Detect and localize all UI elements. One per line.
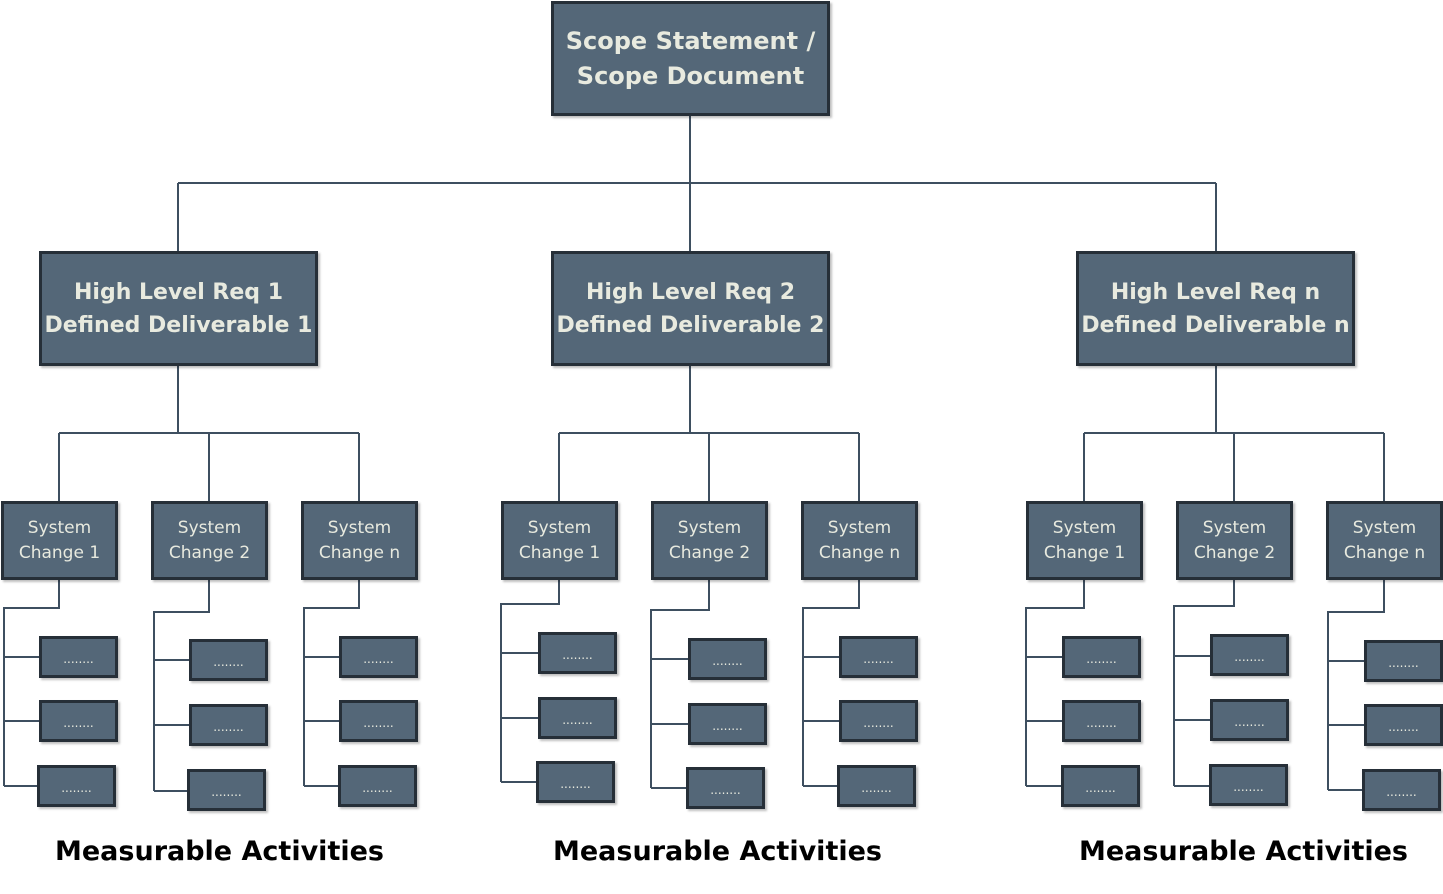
system-change-line1: System: [677, 517, 742, 538]
system-change-line2: Change 1: [518, 542, 601, 563]
measurable-activities-caption: Measurable Activities: [553, 836, 882, 867]
activity-placeholder: ........: [363, 652, 394, 666]
system-change-line1: System: [27, 517, 92, 538]
activity-placeholder: ........: [562, 713, 593, 727]
activity-placeholder: ........: [562, 648, 593, 662]
activity-placeholder: ........: [863, 652, 894, 666]
system-change-line2: Change n: [318, 542, 401, 563]
activity-box: ........: [1210, 634, 1289, 676]
system-change-line1: System: [527, 517, 592, 538]
system-change-box: System Change n: [1326, 501, 1443, 580]
activity-placeholder: ........: [712, 719, 743, 733]
activity-box: ........: [688, 638, 767, 680]
activity-box: ........: [1062, 636, 1141, 678]
activity-placeholder: ........: [1386, 785, 1417, 799]
activity-box: ........: [1362, 769, 1441, 811]
defined-deliverable-label: Defined Deliverable 2: [556, 312, 825, 338]
activity-box: ........: [39, 700, 118, 742]
system-change-line1: System: [1052, 517, 1117, 538]
activity-placeholder: ........: [63, 652, 94, 666]
high-level-req-box: High Level Req 1 Defined Deliverable 1: [39, 251, 318, 366]
activity-box: ........: [1364, 704, 1443, 746]
activity-placeholder: ........: [63, 716, 94, 730]
system-change-line2: Change 1: [1043, 542, 1126, 563]
activity-box: ........: [538, 697, 617, 739]
system-change-line1: System: [177, 517, 242, 538]
activity-placeholder: ........: [712, 654, 743, 668]
activity-box: ........: [189, 704, 268, 746]
system-change-line1: System: [327, 517, 392, 538]
activity-placeholder: ........: [1085, 781, 1116, 795]
activity-box: ........: [338, 765, 417, 807]
system-change-box: System Change 1: [1026, 501, 1143, 580]
activity-box: ........: [39, 636, 118, 678]
scope-statement-line2: Scope Document: [576, 61, 805, 90]
activity-box: ........: [339, 636, 418, 678]
activity-placeholder: ........: [61, 781, 92, 795]
activity-box: ........: [837, 765, 916, 807]
activity-placeholder: ........: [1388, 656, 1419, 670]
activity-placeholder: ........: [1234, 715, 1265, 729]
activity-placeholder: ........: [1086, 716, 1117, 730]
system-change-box: System Change 2: [651, 501, 768, 580]
system-change-line2: Change 1: [18, 542, 101, 563]
high-level-req-title: High Level Req n: [1110, 279, 1321, 305]
activity-box: ........: [538, 632, 617, 674]
activity-placeholder: ........: [560, 777, 591, 791]
activity-box: ........: [1061, 765, 1140, 807]
high-level-req-box: High Level Req n Defined Deliverable n: [1076, 251, 1355, 366]
measurable-activities-caption: Measurable Activities: [1079, 836, 1408, 867]
activity-box: ........: [1062, 700, 1141, 742]
high-level-req-box: High Level Req 2 Defined Deliverable 2: [551, 251, 830, 366]
activity-placeholder: ........: [1234, 650, 1265, 664]
system-change-box: System Change 1: [1, 501, 118, 580]
system-change-line1: System: [1352, 517, 1417, 538]
activity-placeholder: ........: [1388, 720, 1419, 734]
defined-deliverable-label: Defined Deliverable 1: [44, 312, 313, 338]
activity-box: ........: [686, 767, 765, 809]
system-change-line2: Change 2: [668, 542, 751, 563]
system-change-line2: Change n: [1343, 542, 1426, 563]
measurable-activities-caption: Measurable Activities: [55, 836, 384, 867]
activity-box: ........: [37, 765, 116, 807]
activity-box: ........: [339, 700, 418, 742]
activity-placeholder: ........: [1233, 780, 1264, 794]
activity-placeholder: ........: [863, 716, 894, 730]
activity-box: ........: [189, 639, 268, 681]
scope-statement-line1: Scope Statement /: [565, 26, 816, 55]
activity-placeholder: ........: [213, 655, 244, 669]
activity-box: ........: [839, 700, 918, 742]
activity-placeholder: ........: [363, 716, 394, 730]
activity-placeholder: ........: [710, 783, 741, 797]
system-change-line2: Change n: [818, 542, 901, 563]
activity-box: ........: [536, 761, 615, 803]
high-level-req-title: High Level Req 1: [74, 279, 283, 305]
system-change-line2: Change 2: [168, 542, 251, 563]
system-change-box: System Change 2: [151, 501, 268, 580]
activity-box: ........: [839, 636, 918, 678]
system-change-line1: System: [1202, 517, 1267, 538]
scope-statement-box: Scope Statement / Scope Document: [551, 1, 830, 116]
activity-placeholder: ........: [861, 781, 892, 795]
activity-placeholder: ........: [213, 720, 244, 734]
activity-placeholder: ........: [211, 785, 242, 799]
activity-box: ........: [1364, 640, 1443, 682]
system-change-box: System Change 1: [501, 501, 618, 580]
activity-box: ........: [187, 769, 266, 811]
system-change-box: System Change n: [801, 501, 918, 580]
defined-deliverable-label: Defined Deliverable n: [1081, 312, 1350, 338]
system-change-box: System Change 2: [1176, 501, 1293, 580]
system-change-line1: System: [827, 517, 892, 538]
activity-box: ........: [1210, 699, 1289, 741]
system-change-line2: Change 2: [1193, 542, 1276, 563]
system-change-box: System Change n: [301, 501, 418, 580]
activity-placeholder: ........: [1086, 652, 1117, 666]
high-level-req-title: High Level Req 2: [586, 279, 795, 305]
activity-box: ........: [1209, 764, 1288, 806]
activity-box: ........: [688, 703, 767, 745]
activity-placeholder: ........: [362, 781, 393, 795]
